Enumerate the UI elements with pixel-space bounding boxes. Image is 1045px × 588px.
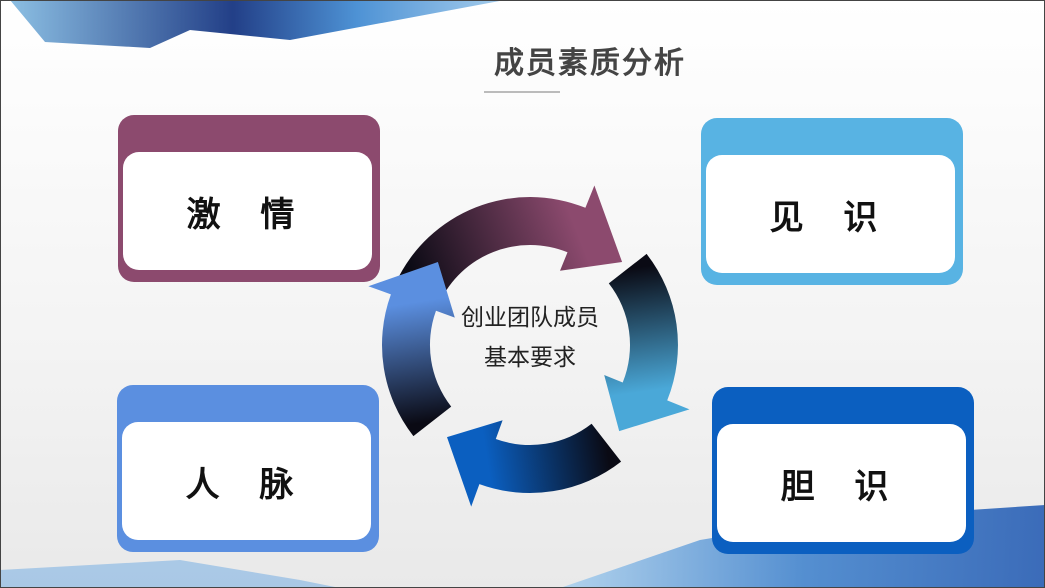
card-passion: 激 情 — [118, 115, 380, 282]
cycle-center-text: 创业团队成员 基本要求 — [430, 298, 630, 378]
card-connections: 人 脉 — [117, 385, 379, 552]
card-insight: 见 识 — [701, 118, 963, 285]
card-label: 激 情 — [123, 152, 372, 270]
arrow-courage — [447, 420, 622, 507]
card-label: 见 识 — [706, 155, 955, 273]
center-text-line-1: 创业团队成员 — [461, 305, 599, 331]
title-underline — [484, 91, 560, 93]
arrow-passion — [395, 185, 623, 303]
card-label: 人 脉 — [122, 422, 371, 540]
card-label: 胆 识 — [717, 424, 966, 542]
arrow-connections — [368, 262, 455, 437]
center-text-line-2: 基本要求 — [484, 345, 576, 371]
slide-title: 成员素质分析 — [494, 46, 686, 81]
bottom-left-polygon — [0, 560, 340, 588]
arrow-insight — [604, 253, 690, 432]
top-polygon-banner — [10, 0, 505, 48]
card-courage: 胆 识 — [712, 387, 974, 554]
cycle-arrows — [368, 185, 690, 507]
